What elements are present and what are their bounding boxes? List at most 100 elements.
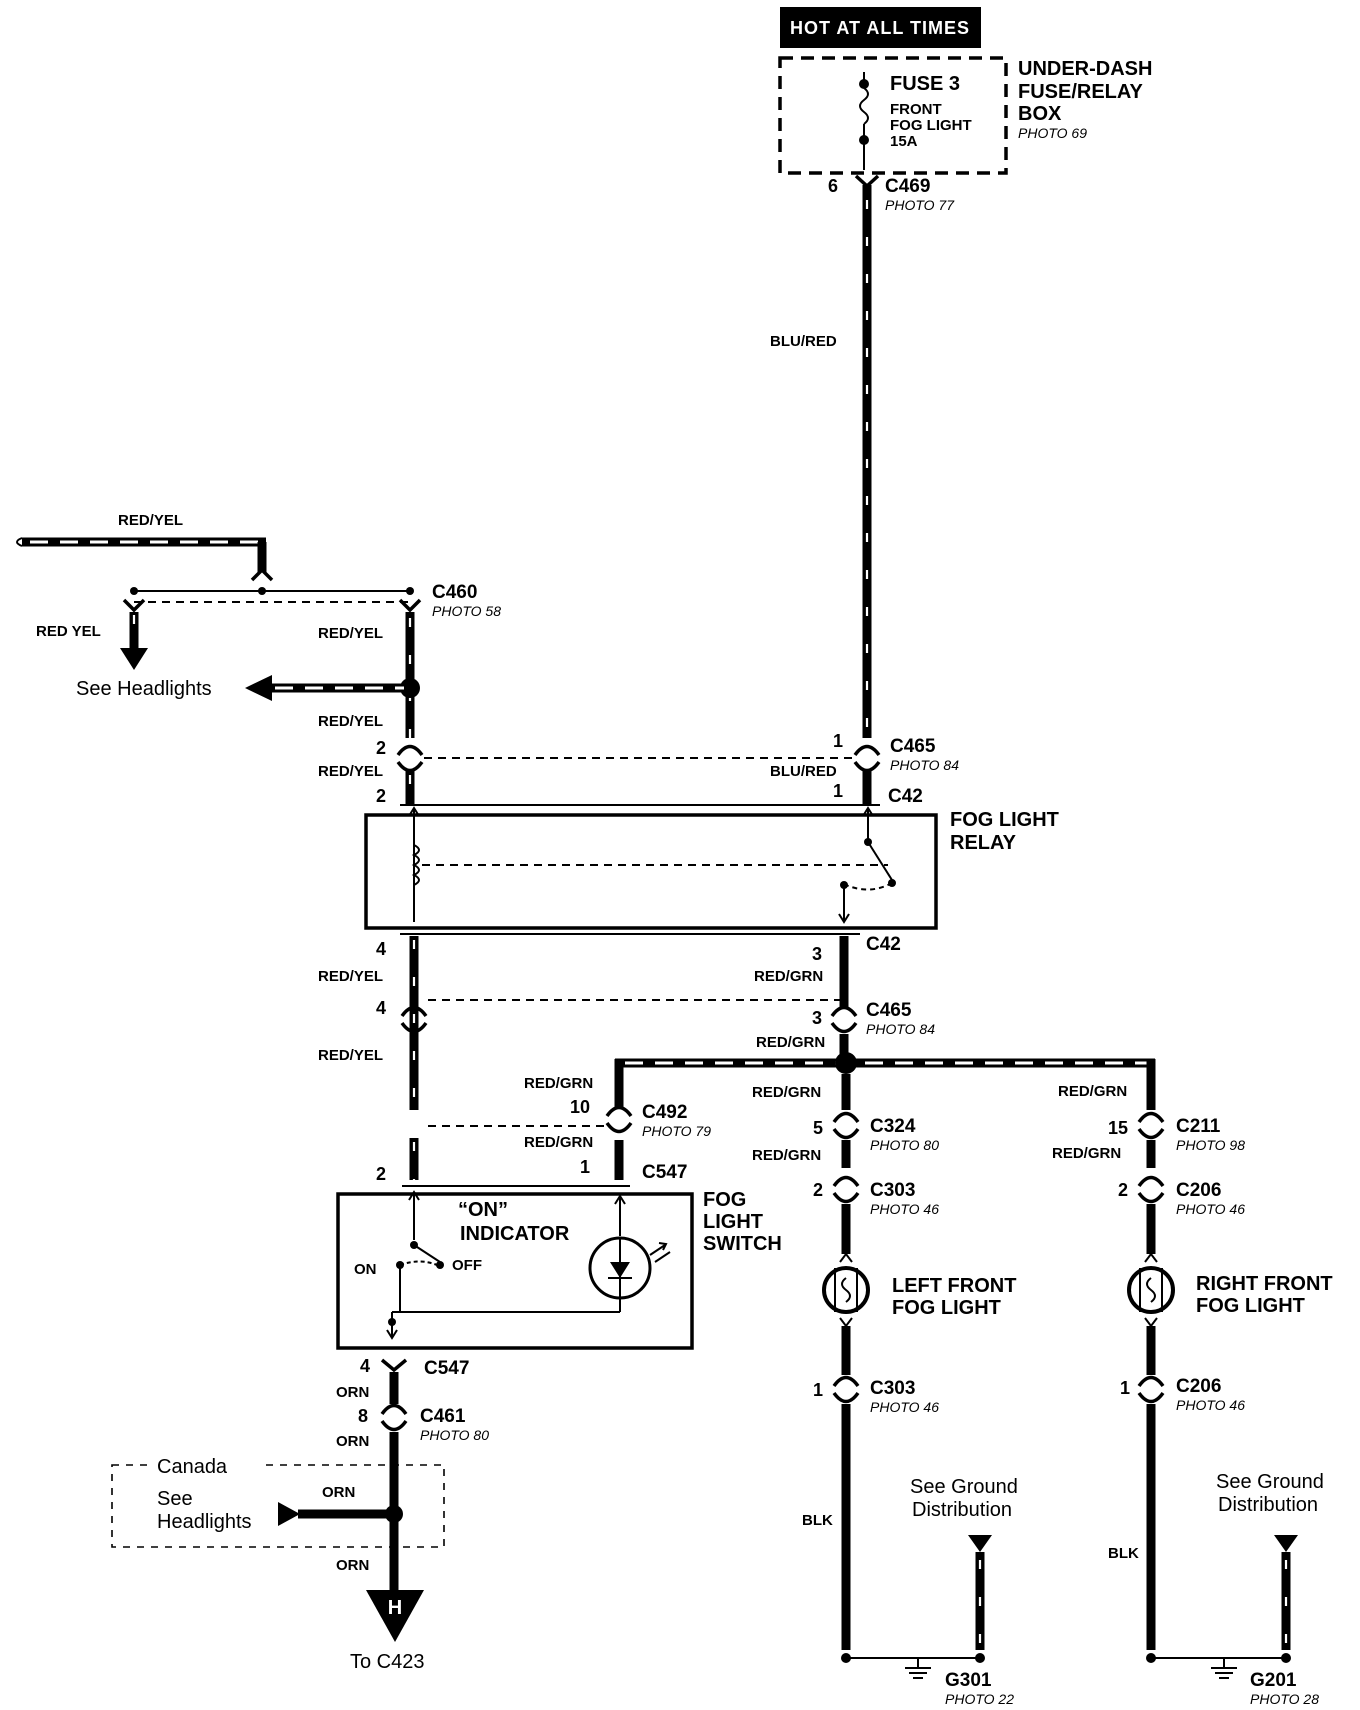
connector-c211-photo: PHOTO 98	[1176, 1137, 1245, 1153]
pin-c206-2: 2	[1118, 1180, 1128, 1200]
fog-light-switch	[336, 1190, 694, 1350]
connector-c460-label: C460	[432, 582, 477, 603]
arrow-left-icon	[245, 675, 272, 701]
wire-label-red-grn-switch: RED/GRN	[524, 1075, 593, 1092]
right-ground-note-line2: Distribution	[1218, 1494, 1318, 1516]
wire-label-blu-red-bottom: BLU/RED	[770, 763, 837, 780]
connector-c303-label-top: C303	[870, 1180, 915, 1201]
connector-c460-photo: PHOTO 58	[432, 603, 501, 619]
fog-light-relay	[364, 806, 938, 930]
wire-label-red-grn-left-2: RED/GRN	[752, 1147, 821, 1164]
fuse-desc-line2: FOG LIGHT	[890, 117, 972, 134]
ground-g301-icon	[905, 1658, 931, 1679]
splice-point	[400, 678, 420, 698]
svg-text:HOT AT ALL TIMES: HOT AT ALL TIMES	[790, 18, 970, 38]
wire-label-orn-2: ORN	[336, 1433, 369, 1450]
connector-c206-top	[1137, 1175, 1165, 1204]
connector-c461-label: C461	[420, 1406, 466, 1427]
hot-at-all-times-label: HOT AT ALL TIMES	[780, 7, 981, 48]
wire-label-blk-right: BLK	[1108, 1545, 1139, 1562]
connector-c324	[832, 1111, 860, 1140]
connector-c42-label-bottom: C42	[866, 934, 901, 955]
fuse-box-name-line3: BOX	[1018, 103, 1062, 125]
wire-red-yel-top-feed	[16, 537, 274, 582]
pin-c42-2: 2	[376, 786, 386, 806]
filament-icon	[841, 1277, 851, 1303]
pin-c465-2: 2	[376, 738, 386, 758]
wire-label-red-grn-relay-out: RED/GRN	[754, 968, 823, 985]
connector-c206-bottom	[1137, 1375, 1165, 1404]
wire-label-red-yel-feed: RED/YEL	[118, 512, 183, 529]
connector-c469-label: C469	[885, 176, 930, 197]
connector-c303-label-bottom: C303	[870, 1378, 915, 1399]
connector-c469-photo: PHOTO 77	[885, 197, 955, 213]
left-ground-note-line2: Distribution	[912, 1499, 1012, 1521]
pin-c547-4: 4	[360, 1356, 370, 1376]
switch-name-line2: LIGHT	[703, 1211, 763, 1233]
fuse-name: FUSE 3	[890, 73, 960, 95]
fuse-box-name-line2: FUSE/RELAY	[1018, 81, 1144, 103]
connector-c461-photo: PHOTO 80	[420, 1427, 489, 1443]
wire-label-red-yel-c42: RED/YEL	[318, 763, 383, 780]
to-c423-label: To C423	[350, 1651, 425, 1673]
pin-c461-8: 8	[358, 1406, 368, 1426]
wire-label-red-grn-c547: RED/GRN	[524, 1134, 593, 1151]
left-fog-light-line2: FOG LIGHT	[892, 1297, 1001, 1319]
connector-c206-photo-bottom: PHOTO 46	[1176, 1397, 1245, 1413]
connector-c324-photo: PHOTO 80	[870, 1137, 939, 1153]
arrow-down-icon	[120, 648, 148, 670]
connector-c42-label-top: C42	[888, 786, 923, 807]
to-c423-arrow: H	[366, 1590, 424, 1642]
filament-icon	[1146, 1277, 1156, 1303]
pin-c547-1: 1	[580, 1157, 590, 1177]
wire-label-blu-red-top: BLU/RED	[770, 333, 837, 350]
fuse-desc-line1: FRONT	[890, 101, 942, 118]
left-ground-distribution-arrow	[968, 1535, 992, 1650]
wire-label-red-yel-c465: RED/YEL	[318, 713, 383, 730]
wire-label-red-yel-mid: RED/YEL	[318, 1047, 383, 1064]
ground-g301-photo: PHOTO 22	[945, 1691, 1014, 1707]
connector-c465-photo-bottom: PHOTO 84	[866, 1021, 935, 1037]
connector-c206-photo-top: PHOTO 46	[1176, 1201, 1245, 1217]
ground-g301-label: G301	[945, 1670, 992, 1691]
wire-label-red-grn-right-1: RED/GRN	[1058, 1083, 1127, 1100]
connector-c303-photo-top: PHOTO 46	[870, 1201, 939, 1217]
connector-c206-label-bottom: C206	[1176, 1376, 1221, 1397]
wire-label-red-grn-left-1: RED/GRN	[752, 1084, 821, 1101]
left-fog-light-line1: LEFT FRONT	[892, 1275, 1016, 1297]
fuse-box-photo: PHOTO 69	[1018, 125, 1087, 141]
relay-name-line1: FOG LIGHT	[950, 809, 1059, 831]
connector-c465-photo-top: PHOTO 84	[890, 757, 959, 773]
pin-c547-2: 2	[376, 1164, 386, 1184]
wire-label-red-grn-splice: RED/GRN	[756, 1034, 825, 1051]
relay-coil-icon	[411, 844, 420, 886]
under-dash-fuse-relay-box: FUSE 3 FRONT FOG LIGHT 15A	[778, 56, 1008, 175]
connector-c461	[380, 1403, 408, 1432]
pin-c42-1: 1	[833, 781, 843, 801]
pin-c465-4: 4	[376, 998, 386, 1018]
connector-c547-label-top: C547	[642, 1162, 687, 1183]
canada-headlights-arrow	[278, 1502, 394, 1526]
indicator-line2: INDICATOR	[460, 1223, 570, 1245]
connector-c465-label-top: C465	[890, 736, 936, 757]
pin-c465-1: 1	[833, 731, 843, 751]
right-front-fog-light-bulb	[1127, 1252, 1175, 1328]
wire-label-red-yel-alt: RED YEL	[36, 623, 101, 640]
right-fog-light-line2: FOG LIGHT	[1196, 1295, 1305, 1317]
connector-c465-top-right	[853, 744, 881, 773]
connector-c465-label-bottom: C465	[866, 1000, 912, 1021]
connector-c206-label-top: C206	[1176, 1180, 1221, 1201]
canada-option-box	[111, 1455, 445, 1548]
wire-label-orn-1: ORN	[336, 1384, 369, 1401]
wire-label-red-yel-c460: RED/YEL	[318, 625, 383, 642]
wire-label-red-grn-right-2: RED/GRN	[1052, 1145, 1121, 1162]
pin-c303-1: 1	[813, 1380, 823, 1400]
ground-g201-photo: PHOTO 28	[1250, 1691, 1319, 1707]
canada-label: Canada	[157, 1456, 228, 1478]
wire-red-yel-headlight-branch	[120, 598, 148, 670]
fuse-rating: 15A	[890, 133, 918, 150]
canada-see-label: See	[157, 1488, 193, 1510]
indicator-line1: “ON”	[458, 1199, 508, 1221]
splice-point-red-grn	[835, 1052, 857, 1074]
arrow-right-icon	[278, 1502, 300, 1526]
